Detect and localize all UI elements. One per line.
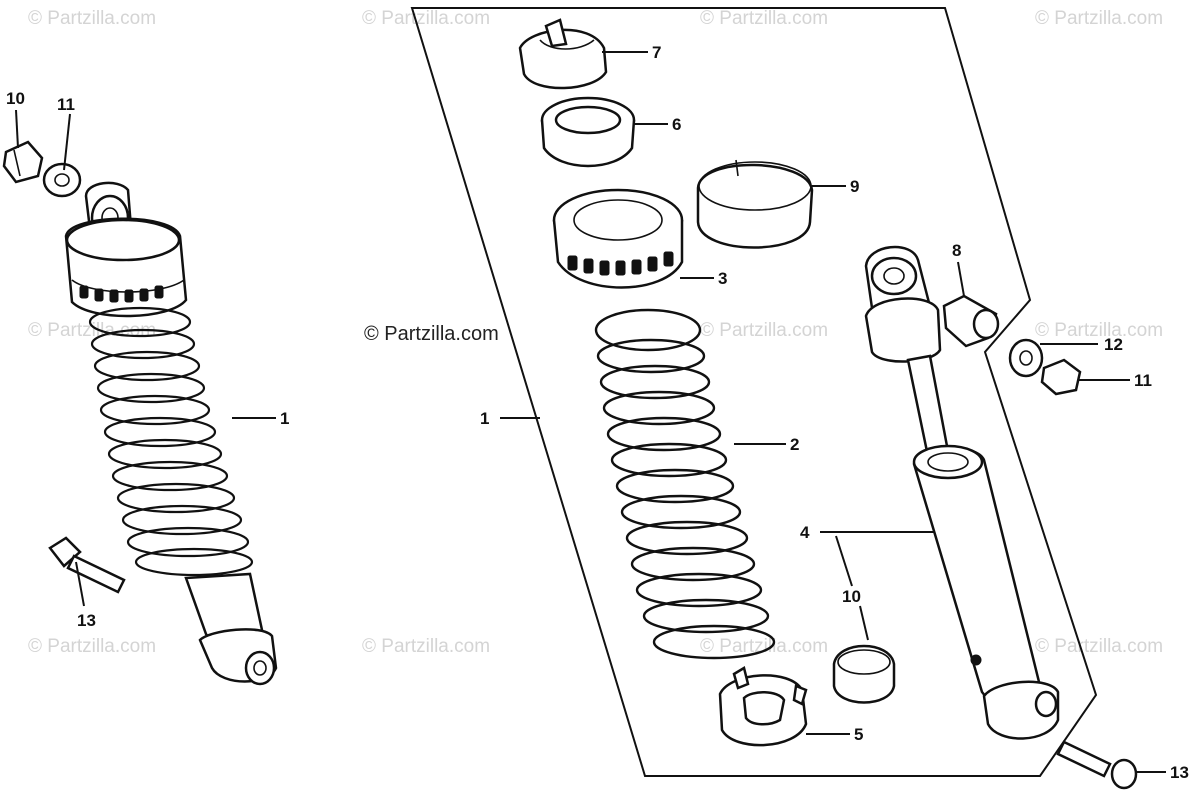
leader-lines [15, 51, 1166, 773]
spring-retainer [518, 18, 608, 90]
center-watermark: © Partzilla.com [364, 323, 499, 345]
callout-11: 11 [1134, 371, 1152, 390]
upper-spring-seat [552, 188, 684, 289]
watermark: © Partzilla.com [362, 636, 490, 657]
right-washer [1008, 338, 1044, 378]
watermark: © Partzilla.com [1035, 8, 1163, 29]
watermark: © Partzilla.com [1035, 320, 1163, 341]
guide-ring [696, 159, 814, 249]
watermark: © Partzilla.com [28, 636, 156, 657]
lower-spring-retainer [718, 666, 808, 747]
callout-12: 11 [57, 95, 75, 114]
watermark: © Partzilla.com [700, 8, 828, 29]
bump-rubber [540, 96, 636, 168]
watermark: © Partzilla.com [700, 636, 828, 657]
watermark: © Partzilla.com [362, 8, 490, 29]
callout-2: 2 [790, 435, 799, 454]
left-washer [42, 162, 82, 198]
right-cap-nut [1040, 358, 1082, 396]
watermark-layer: © Partzilla.com © Partzilla.com © Partzi… [28, 8, 1163, 657]
callout-12: 12 [1104, 335, 1123, 354]
callout-4: 4 [800, 523, 810, 542]
callout-13: 13 [1170, 763, 1189, 782]
callout-13: 13 [77, 611, 96, 630]
left-bolt [48, 536, 126, 594]
stopper-ring [832, 644, 896, 704]
callout-1: 1 [480, 409, 489, 428]
callout-10: 10 [842, 587, 861, 606]
watermark: © Partzilla.com [700, 320, 828, 341]
callout-5: 5 [854, 725, 863, 744]
coil-spring [594, 308, 776, 660]
right-bolt [1056, 740, 1138, 790]
callout-7: 7 [652, 43, 661, 62]
assembled-shock-absorber [64, 181, 278, 686]
callout-3: 3 [718, 269, 727, 288]
assembly-outline [410, 7, 1098, 777]
collar [942, 294, 1000, 348]
callout-1: 1 [280, 409, 289, 428]
callout-9: 9 [850, 177, 859, 196]
damper-unit [864, 245, 1060, 740]
watermark: © Partzilla.com [28, 8, 156, 29]
callout-11: 10 [6, 89, 25, 108]
callout-8: 8 [952, 241, 961, 260]
watermark: © Partzilla.com [1035, 636, 1163, 657]
left-cap-nut [2, 140, 44, 184]
callout-labels: 10 11 1 13 1 7 6 9 3 2 5 8 4 10 12 11 13 [6, 43, 1189, 782]
callout-6: 6 [672, 115, 681, 134]
